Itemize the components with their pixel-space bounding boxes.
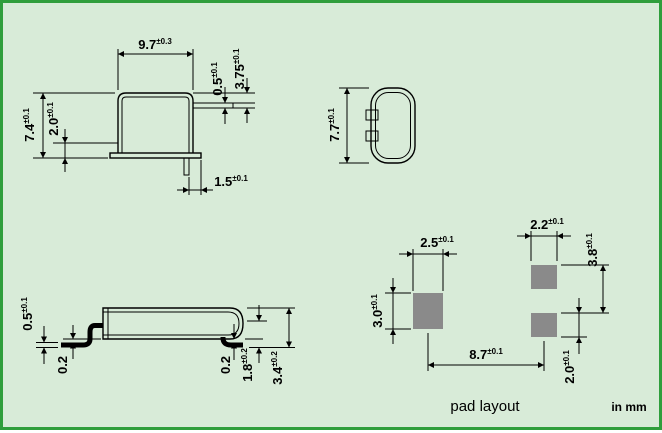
dim-lead-diameter: 0.5±0.1: [210, 62, 255, 124]
dim-standoff-left: 0.2: [55, 325, 101, 374]
body-inner-wall: [103, 311, 240, 336]
end-view: 7.7±0.1: [327, 87, 416, 164]
dim-pad-span-label: 8.7±0.1: [469, 347, 503, 362]
front-view: 9.7±0.3 0.5±0.1 3.75±0.1 7.4±0.1: [22, 37, 255, 195]
dim-right-pad-pitch: 3.8±0.1: [561, 233, 609, 314]
dim-right-pad-pitch-label: 3.8±0.1: [585, 233, 600, 267]
gullwing-lead-left: [61, 323, 103, 348]
dim-right-pad-width-label: 2.2±0.1: [530, 217, 564, 232]
dim-lead-thickness-label: 0.5±0.1: [20, 297, 35, 331]
dim-left-pad-width-label: 2.5±0.1: [420, 235, 454, 250]
dim-base-lip-label: 1.5±0.1: [214, 174, 248, 189]
dim-standoff-right: 0.2: [218, 324, 263, 374]
dim-lead-height: 1.8±0.2: [240, 305, 267, 382]
dim-left-pad-width: 2.5±0.1: [399, 235, 457, 291]
case-outline-inner: [375, 92, 411, 159]
lead-upper: [192, 102, 234, 109]
technical-drawing: 9.7±0.3 0.5±0.1 3.75±0.1 7.4±0.1: [20, 37, 647, 415]
dim-base-height: 2.0±0.1: [46, 102, 118, 172]
lead-lower: [183, 157, 190, 176]
lead-seal-upper: [365, 109, 379, 121]
dim-pad-span: 8.7±0.1: [427, 333, 545, 371]
dim-base-height-label: 2.0±0.1: [46, 102, 61, 136]
dim-right-pad-height: 2.0±0.1: [561, 298, 587, 384]
dim-lead-diameter-label: 0.5±0.1: [210, 62, 225, 96]
dim-standoff-right-label: 0.2: [218, 356, 233, 374]
base-flange: [109, 152, 202, 159]
dim-right-pad-width: 2.2±0.1: [517, 217, 571, 261]
can-body: [117, 92, 194, 153]
dim-lead-offset-label: 3.75±0.1: [232, 48, 247, 89]
dim-lead-thickness: 0.5±0.1: [20, 297, 58, 364]
foot-right: [220, 337, 243, 348]
dim-base-lip: 1.5±0.1: [177, 160, 248, 195]
units-label: in mm: [611, 400, 646, 414]
dim-right-pad-height-label: 2.0±0.1: [562, 350, 577, 384]
pad-layout-caption: pad layout: [450, 398, 520, 415]
dim-left-pad-height: 3.0±0.1: [370, 278, 411, 344]
dim-depth: 7.7±0.1: [327, 87, 369, 164]
can-body-inner-wall: [121, 96, 190, 153]
pad-layout-view: 2.5±0.1 2.2±0.1 3.8±0.1 2.0±0.1: [370, 217, 609, 415]
dim-left-pad-height-label: 3.0±0.1: [370, 294, 385, 328]
lead-seal-lower: [365, 130, 379, 142]
body-outline: [102, 307, 244, 340]
dim-total-height-label: 3.4±0.2: [270, 351, 285, 385]
pad-left: [413, 293, 443, 329]
dim-lead-height-label: 1.8±0.2: [240, 348, 255, 382]
dim-standoff-left-label: 0.2: [55, 356, 70, 374]
dim-height: 7.4±0.1: [22, 92, 115, 159]
dim-lead-offset: 3.75±0.1: [193, 48, 255, 123]
dim-depth-label: 7.7±0.1: [327, 108, 342, 142]
side-view: 0.5±0.1 0.2 0.2 1.8±0.2 3.4±: [20, 297, 295, 385]
pad-right-upper: [531, 265, 557, 289]
dim-width: 9.7±0.3: [117, 37, 194, 90]
pad-right-lower: [531, 313, 557, 337]
dim-width-label: 9.7±0.3: [138, 37, 172, 52]
dim-height-label: 7.4±0.1: [22, 108, 37, 142]
dim-total-height: 3.4±0.2: [247, 307, 295, 385]
case-outline-outer: [370, 87, 416, 164]
